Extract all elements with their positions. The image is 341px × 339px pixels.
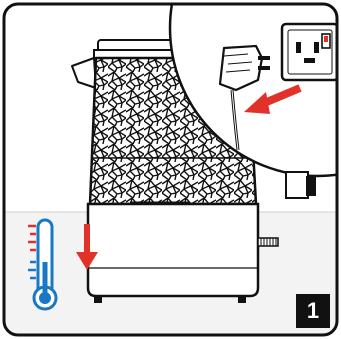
wall-socket-icon <box>282 24 338 80</box>
step-number-badge: 1 <box>296 294 330 328</box>
